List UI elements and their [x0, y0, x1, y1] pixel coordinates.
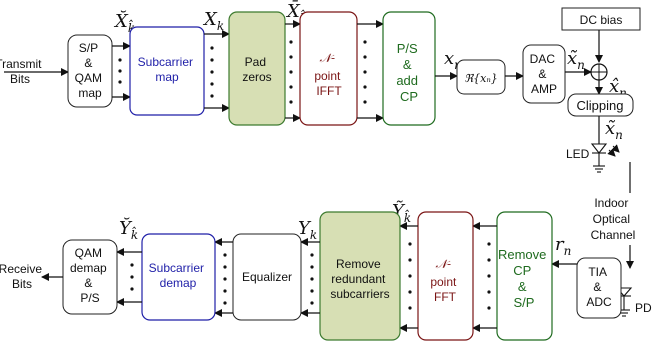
ps-add-cp-block — [382, 11, 436, 126]
optical-channel-label: Indoor Optical Channel — [591, 196, 636, 242]
parallel-arrows-rx-1 — [472, 222, 497, 332]
transmit-bits-label: Transmit Bits — [0, 57, 45, 86]
ifft-block — [299, 11, 358, 126]
signal-x-breve-k: X̆k̂ — [113, 10, 135, 35]
signal-y-k: Yk — [298, 218, 317, 242]
parallel-arrows-rx-4 — [214, 238, 233, 317]
sp-qam-label: S/P & QAM map — [75, 41, 106, 100]
signal-r-n: rn — [555, 234, 571, 258]
subcarrier-map-block — [129, 26, 205, 116]
subcarrier-demap-block — [141, 233, 216, 321]
qam-demap-label: QAM demap & P/S — [70, 246, 110, 305]
real-part-block — [456, 59, 506, 95]
signal-x-k: Xk — [202, 9, 224, 33]
signal-x-tilde-n: x̃n — [567, 48, 585, 72]
dc-bias-block — [561, 7, 641, 31]
equalizer-block — [232, 233, 302, 321]
remove-redundant-block — [319, 211, 401, 341]
remove-redundant-label: Remove redundant subcarriers — [330, 257, 389, 301]
led-label: LED — [566, 147, 590, 161]
receive-bits-label: Receive Bits — [0, 262, 45, 291]
equalizer-label: Equalizer — [242, 270, 292, 284]
dc-bias-label: DC bias — [580, 13, 623, 27]
signal-y-breve-k: Y̆k̂ — [119, 217, 138, 242]
tia-adc-block — [576, 257, 622, 319]
parallel-arrows-3 — [285, 20, 301, 122]
subcarrier-map-label: Subcarrier map — [138, 55, 197, 84]
subcarrier-demap-label: Subcarrier demap — [149, 261, 208, 290]
parallel-arrows-rx-5 — [116, 248, 142, 306]
parallel-arrows-4 — [357, 20, 384, 122]
ps-add-cp-label: P/S & add CP — [396, 41, 421, 104]
parallel-arrows-rx-3 — [300, 238, 320, 317]
clipping-label: Clipping — [577, 98, 624, 113]
pad-zeros-block — [228, 11, 286, 126]
sp-qam-block — [67, 34, 113, 108]
ifft-label: 𝒩- point IFFT — [314, 51, 343, 98]
dac-amp-label: DAC & AMP — [530, 52, 559, 96]
adder-icon — [590, 63, 608, 81]
tia-adc-label: TIA & ADC — [586, 265, 612, 309]
parallel-arrows-rx-2 — [399, 222, 418, 332]
real-part-label: ℜ{xₙ} — [464, 72, 498, 85]
pad-zeros-label: Pad zeros — [242, 55, 271, 84]
led-icon — [590, 143, 620, 173]
signal-x-hat-n: x̂n — [609, 76, 627, 100]
fft-block — [417, 211, 474, 341]
clipping-block — [567, 93, 634, 117]
fft-label: 𝒩- point FFT — [430, 257, 459, 304]
pd-label: PD — [635, 301, 652, 315]
parallel-arrows-1 — [112, 42, 131, 101]
channel-label-bg — [582, 193, 644, 245]
remove-cp-label: Remove CP & S/P — [498, 247, 550, 310]
parallel-arrows-2 — [204, 30, 230, 112]
signal-x-tilde-n-clipped: x̃n — [605, 118, 623, 142]
remove-cp-block — [496, 211, 553, 341]
dac-amp-block — [522, 44, 566, 104]
